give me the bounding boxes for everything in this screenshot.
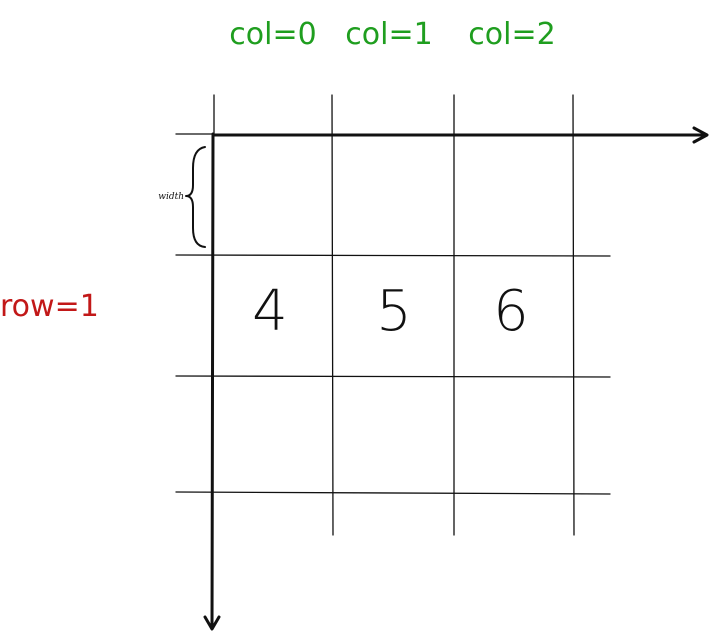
grid-line-h-3 [175,491,611,495]
grid-vertical-lines [213,94,575,536]
column-label-2: col=2 [468,17,555,52]
y-axis-arrowhead [203,615,221,631]
row-label: row=1 [0,289,99,324]
x-axis-line [211,133,706,137]
cell-value-col-1: 5 [376,279,412,344]
grid-line-v-3 [572,94,575,536]
grid-line-h-1 [175,254,611,257]
grid-line-h-2 [175,375,611,378]
x-axis [211,126,709,144]
cell-value-col-2: 6 [493,279,529,344]
cell-value-col-0: 4 [252,279,288,344]
y-axis [203,132,221,631]
x-axis-arrowhead [692,126,709,144]
grid-line-v-1 [331,94,334,536]
column-label-0: col=0 [229,17,316,52]
y-axis-line [210,132,215,630]
width-label: width [158,192,184,202]
grid-horizontal-lines [175,133,611,495]
column-label-1: col=1 [345,17,432,52]
width-brace [185,146,206,248]
